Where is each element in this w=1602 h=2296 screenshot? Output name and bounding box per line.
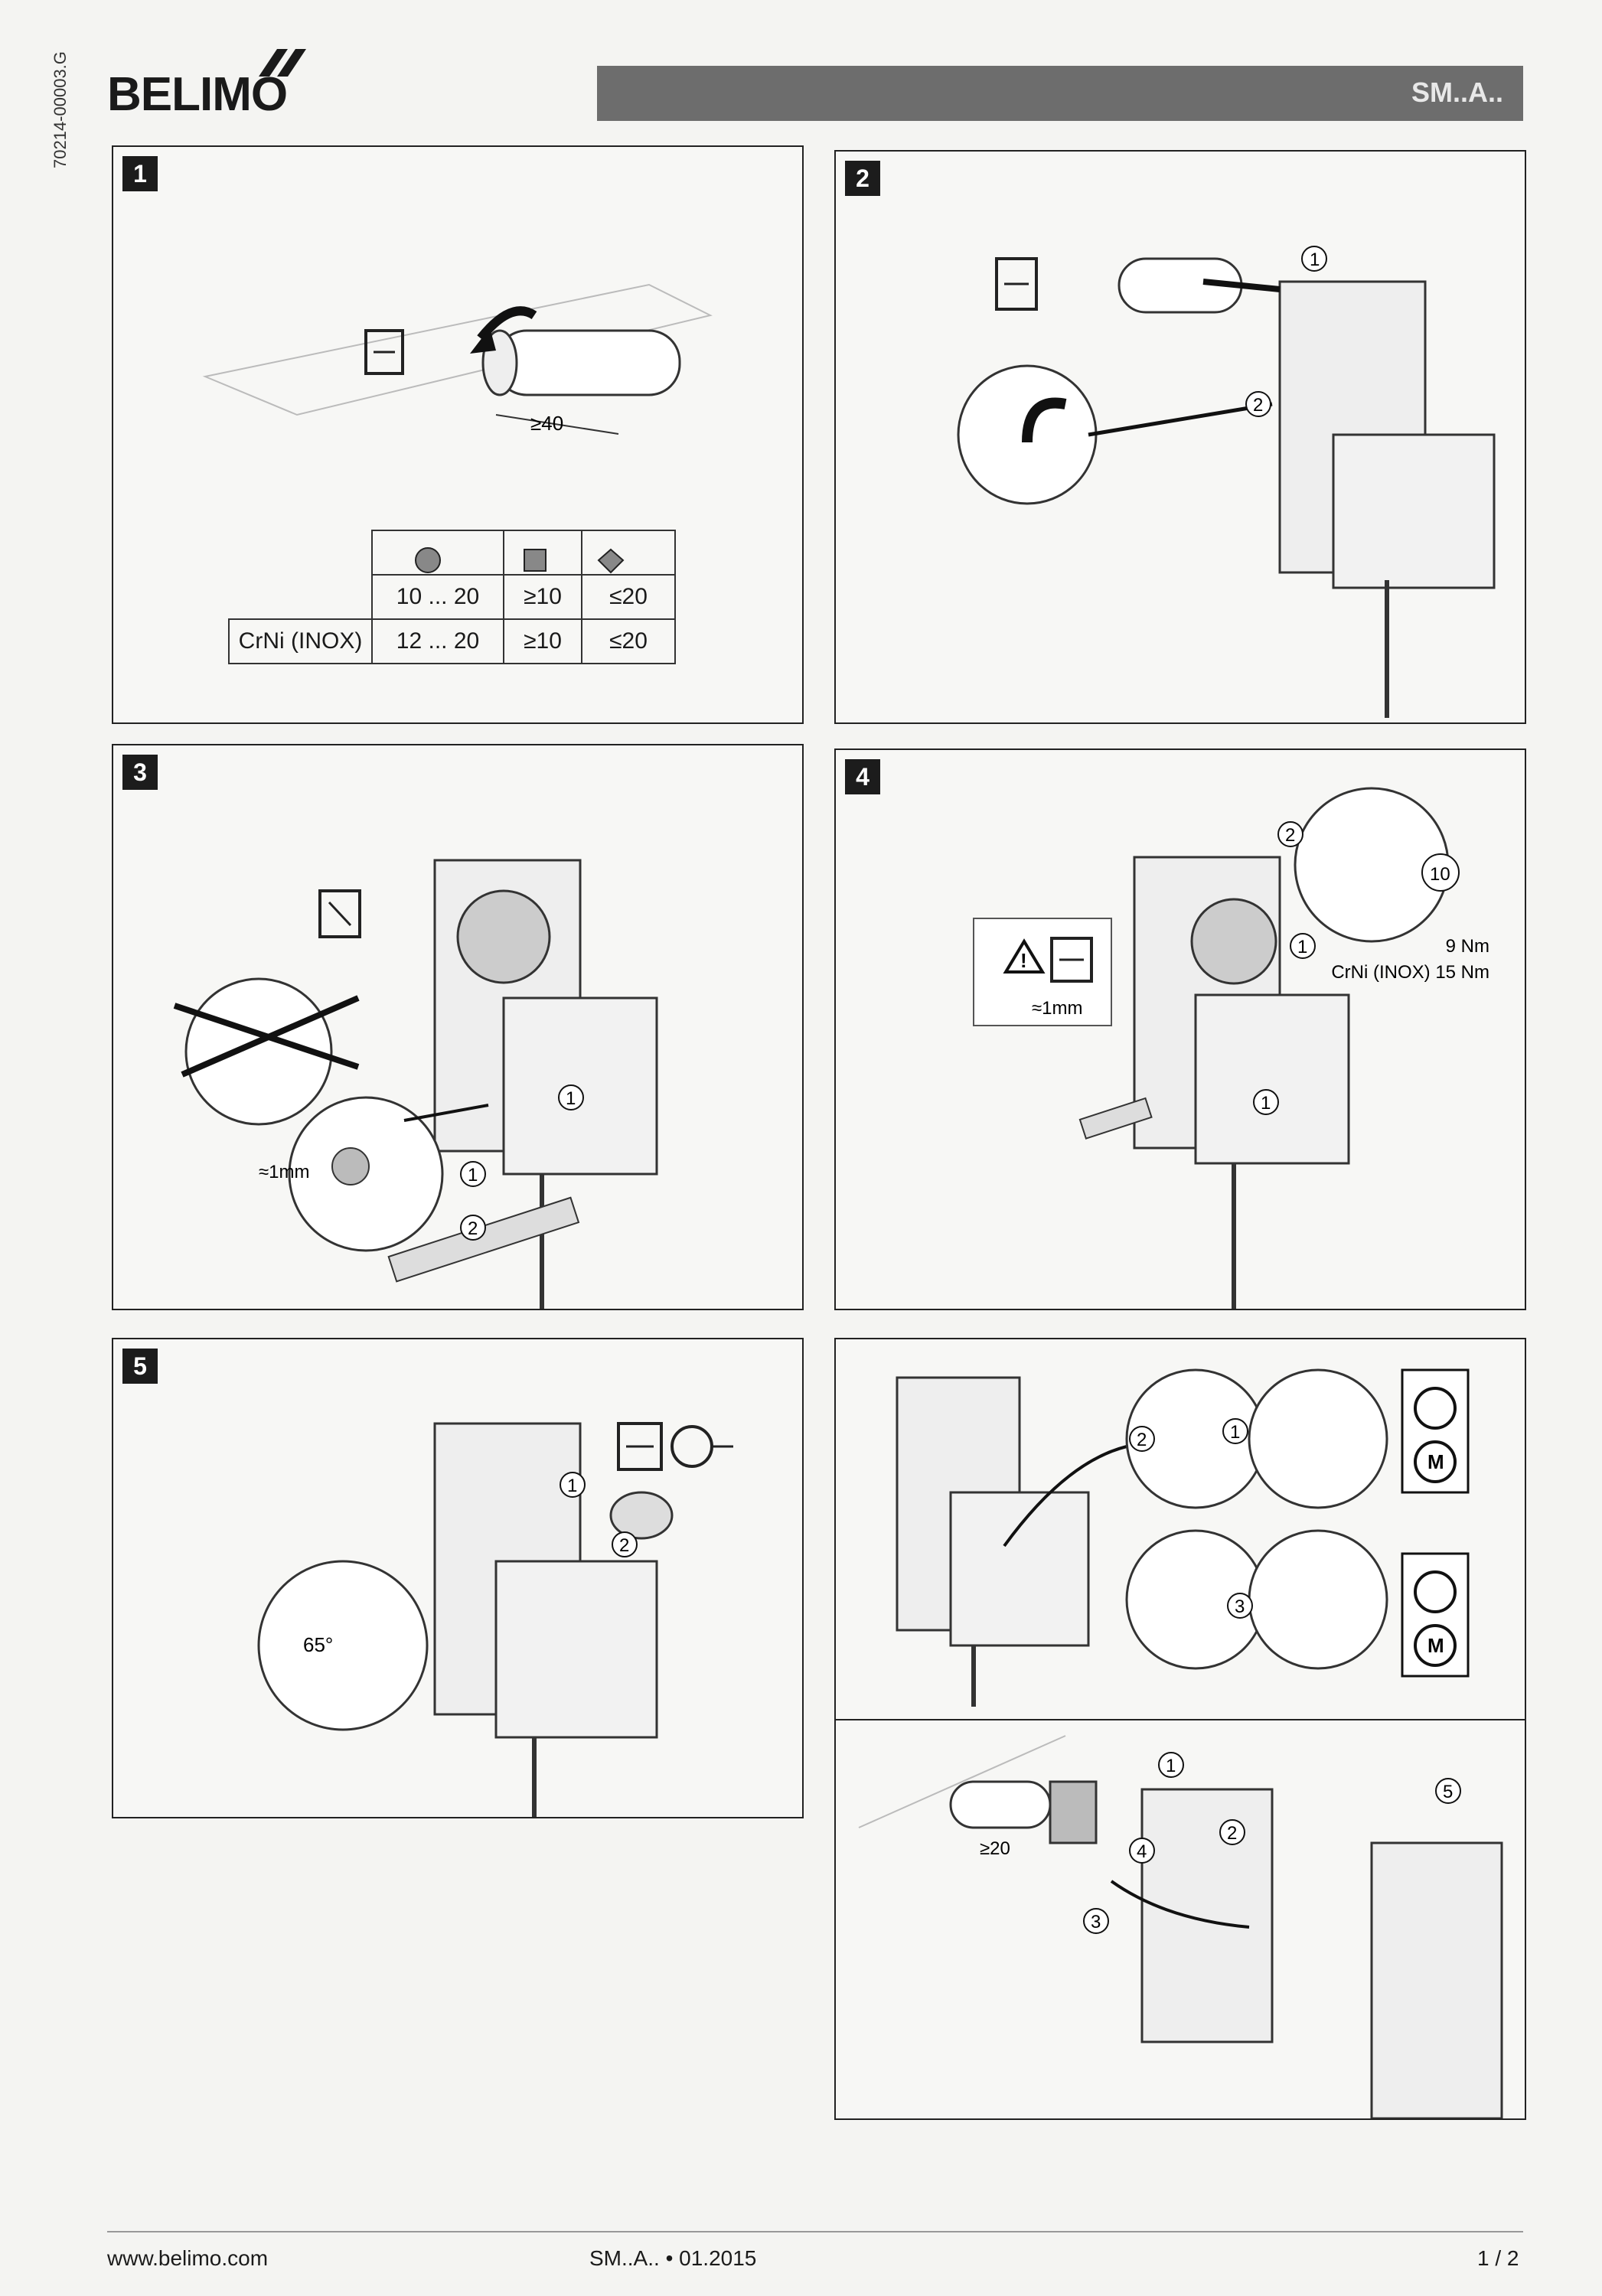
product-code: SM..A.. <box>1411 77 1503 108</box>
shaft-size-table: 10 ... 20 ≥10 ≤20 CrNi (INOX) 12 ... 20 … <box>228 530 676 664</box>
actuator-icon <box>1278 280 1496 718</box>
callout: 4 <box>1137 1841 1147 1862</box>
callout: 1 <box>1310 249 1320 270</box>
callout: 2 <box>1137 1430 1147 1450</box>
inox-label: CrNi (INOX) <box>228 618 373 664</box>
detail-magnifier <box>1248 1529 1388 1670</box>
callout: 2 <box>1227 1823 1237 1844</box>
callout: 1 <box>468 1165 478 1186</box>
gap-label: ≈1mm <box>259 1162 310 1182</box>
mount-panel: ≥20 1 2 3 4 5 <box>834 1719 1526 2120</box>
website-link[interactable]: www.belimo.com <box>107 2246 269 2270</box>
adapter-mount-illustration: ≥20 1 2 3 4 5 <box>858 1735 1503 2118</box>
round-shaft-icon <box>670 1425 713 1468</box>
arrow-icon <box>1088 402 1273 437</box>
actuator-icon <box>896 1376 1090 1707</box>
angle-symbol-icon <box>318 889 361 938</box>
actuator-mount-illustration: 1 2 <box>957 246 1496 718</box>
round-range: 10 ... 20 <box>371 574 504 620</box>
callout: 1 <box>1297 937 1307 957</box>
product-banner: SM..A.. <box>597 66 1523 121</box>
warning-icon <box>1003 938 1046 974</box>
rotate-arrow-icon <box>1022 397 1067 443</box>
wrench-size-badge <box>1421 853 1460 892</box>
adapter-ring-icon <box>609 1491 674 1540</box>
callout: 1 <box>567 1476 577 1496</box>
step-2-panel: 2 1 2 <box>834 150 1526 724</box>
step-1-panel: 1 ≥40 10 ... 20 ≥10 ≤20 CrNi (INOX) 1 <box>112 145 804 724</box>
shaft-icon <box>949 1780 1052 1829</box>
clamp-tightening-illustration: ! ≈1mm 10 9 Nm CrNi (INOX) 15 Nm 1 2 1 <box>973 787 1489 1309</box>
mounting-bracket-icon <box>1078 1097 1153 1140</box>
motor-gear-icon <box>1414 1440 1457 1483</box>
inox-round-range: 12 ... 20 <box>371 618 504 664</box>
callout: 5 <box>1443 1782 1453 1802</box>
actuator-icon <box>1133 856 1350 1309</box>
rotation-angle: 65° <box>303 1633 333 1656</box>
wrench-size: 10 <box>1430 864 1450 885</box>
callout: 3 <box>1235 1596 1245 1617</box>
doc-reference: SM..A.. • 01.2015 <box>589 2246 757 2270</box>
brand-logo: BELIMO <box>107 68 288 121</box>
torque-value-inox: CrNi (INOX) 15 Nm <box>1331 962 1489 983</box>
wrong-detail-magnifier <box>184 977 333 1126</box>
step-number: 1 <box>122 156 158 191</box>
actuator-icon <box>433 859 658 1309</box>
shaft-icon <box>481 329 681 396</box>
step-number: 4 <box>845 759 880 794</box>
actuator-icon <box>1140 1788 1503 2118</box>
mode-panel: 2 1 3 M M <box>834 1338 1526 1724</box>
step-5-panel: 5 65° 1 2 <box>112 1338 804 1818</box>
callout: 3 <box>1091 1912 1101 1932</box>
step-number: 3 <box>122 755 158 790</box>
shaft-symbol-icon <box>1050 937 1093 983</box>
alignment-illustration: ≈1mm 1 1 2 <box>173 859 658 1309</box>
step-3-panel: 3 ≈1mm 1 1 2 <box>112 744 804 1310</box>
square-range: ≥10 <box>503 574 582 620</box>
step-4-panel: 4 ! ≈1mm 10 9 Nm CrNi (INOX) 15 Nm 1 2 1 <box>834 748 1526 1310</box>
length-dimension: ≥20 <box>980 1838 1010 1859</box>
shaft-illustration: ≥40 <box>202 283 713 574</box>
inox-diamond-range: ≤20 <box>581 618 676 664</box>
hand-gear-icon <box>1414 1387 1457 1430</box>
shaft-symbol-icon <box>995 257 1038 311</box>
hand-gear-icon <box>1414 1570 1457 1613</box>
manual-override-illustration: 2 1 3 M M <box>896 1368 1470 1707</box>
motor-letter: M <box>1427 1634 1444 1657</box>
inox-square-range: ≥10 <box>503 618 582 664</box>
gap-label: ≈1mm <box>1032 998 1083 1019</box>
rotate-arrow-icon <box>477 306 537 341</box>
detail-magnifier <box>1248 1368 1388 1509</box>
callout: 1 <box>566 1088 576 1109</box>
callout: 2 <box>468 1218 478 1239</box>
motor-letter: M <box>1427 1450 1444 1473</box>
logo-stripes-icon <box>259 49 306 77</box>
motor-gear-icon <box>1414 1624 1457 1667</box>
step-number: 2 <box>845 161 880 196</box>
spindle-adapter-icon <box>1049 1780 1098 1844</box>
mode-symbol-box <box>1401 1552 1470 1678</box>
footer-rule <box>107 2231 1523 2232</box>
callout: 1 <box>1230 1422 1240 1443</box>
shaft-symbol-icon <box>617 1422 663 1471</box>
step-number: 5 <box>122 1349 158 1384</box>
torque-value: 9 Nm <box>1446 936 1489 957</box>
page-number: 1 / 2 <box>1477 2246 1519 2270</box>
diamond-range: ≤20 <box>581 574 676 620</box>
shaft-symbol-icon <box>364 329 404 375</box>
callout: 2 <box>619 1535 629 1556</box>
angle-setting-illustration: 65° 1 2 <box>257 1422 733 1817</box>
callout: 2 <box>1285 825 1295 846</box>
svg-text:!: ! <box>1020 949 1027 972</box>
length-dimension: ≥40 <box>530 412 563 435</box>
callout: 1 <box>1261 1093 1271 1114</box>
detail-magnifier <box>257 1560 429 1731</box>
callout: 2 <box>1253 395 1263 416</box>
actuator-icon <box>433 1422 658 1817</box>
callout: 1 <box>1166 1756 1176 1776</box>
mode-symbol-box <box>1401 1368 1470 1494</box>
doc-number: 70214-00003.G <box>51 51 70 168</box>
